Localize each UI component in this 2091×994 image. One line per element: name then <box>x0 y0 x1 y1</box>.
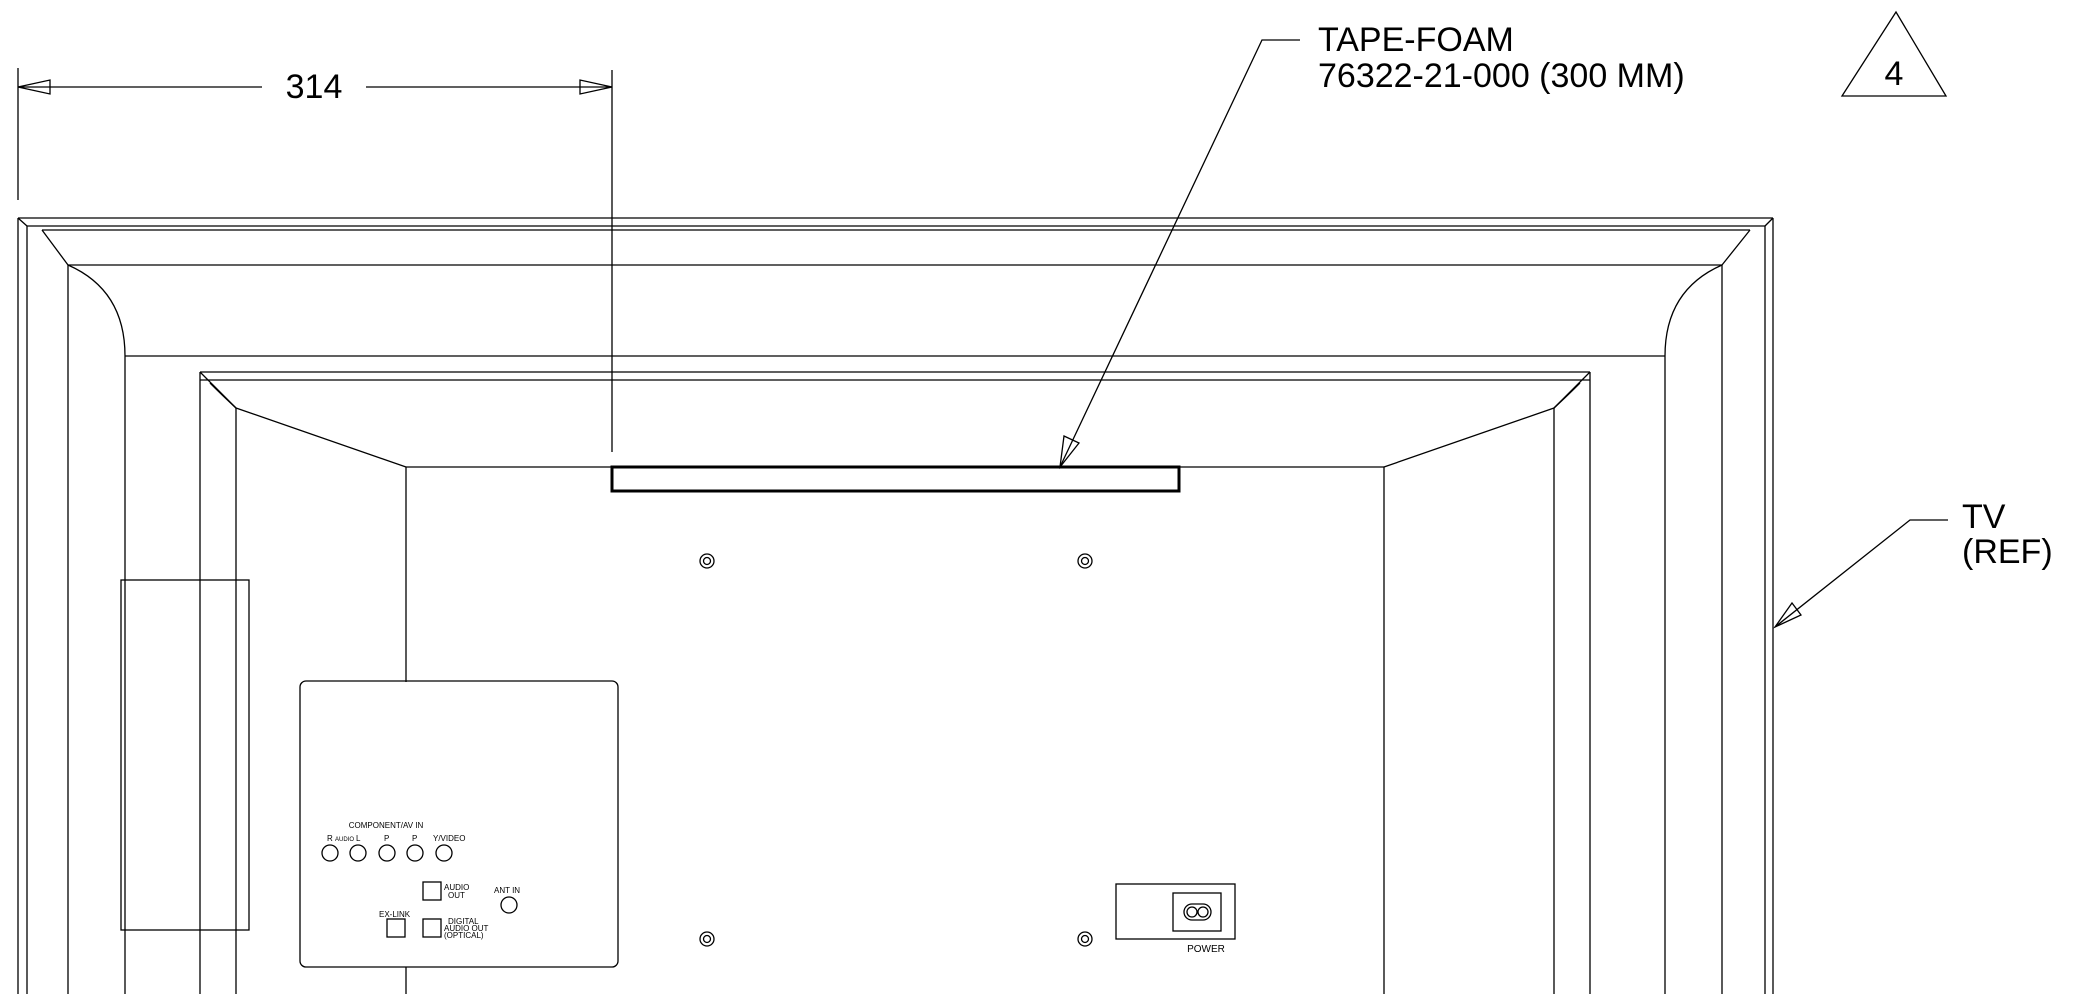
digital-label-3: (OPTICAL) <box>444 931 484 940</box>
tv-ref-line1: TV <box>1962 498 2006 536</box>
mount-screw-top-right <box>1077 553 1093 569</box>
input-panel-frame <box>299 680 619 968</box>
power-inlet: POWER <box>1115 883 1236 955</box>
jack-label-pr: P <box>384 834 389 843</box>
ant-in-jack <box>500 896 518 914</box>
leader-arrow-tv-icon <box>1773 601 1803 629</box>
power-housing <box>1115 883 1236 940</box>
jack-audio-l <box>349 844 367 862</box>
leader-line-tv <box>1774 519 1948 628</box>
jack-audio-r <box>321 844 339 862</box>
power-label: POWER <box>1187 944 1225 955</box>
digital-label-1: DIGITAL <box>448 917 479 926</box>
power-socket <box>1172 892 1222 932</box>
rear-cover <box>199 371 1591 994</box>
mount-screw-top-left <box>699 553 715 569</box>
jack-pb <box>406 844 424 862</box>
side-bracket <box>120 579 250 931</box>
audio-out-label-2: OUT <box>448 891 465 900</box>
jack-label-yvideo: Y/VIDEO <box>433 834 465 843</box>
audio-out-port <box>422 881 442 901</box>
digital-label-2: AUDIO OUT <box>444 924 489 933</box>
note-number: 4 <box>1885 55 1904 93</box>
arrowhead-right-icon <box>579 79 613 95</box>
digital-audio-out-port <box>422 918 442 938</box>
arrowhead-left-icon <box>17 79 51 95</box>
jack-label-r: R <box>327 834 333 843</box>
tv-ref-callout: TV (REF) <box>1773 498 2053 629</box>
jack-label-audio: AUDIO <box>335 837 354 843</box>
tape-foam-callout: TAPE-FOAM 76322-21-000 (300 MM) 4 <box>1059 10 1948 470</box>
ant-in-label: ANT IN <box>494 886 520 895</box>
ex-link-label: EX-LINK <box>379 910 411 919</box>
dimension-value: 314 <box>286 68 343 106</box>
ex-link-port <box>386 918 406 938</box>
leader-line-tape-foam <box>1059 39 1300 468</box>
jack-y-video <box>435 844 453 862</box>
mount-screw-bottom-right <box>1077 931 1093 947</box>
jack-label-l: L <box>356 834 361 843</box>
power-inlet-icon <box>1183 903 1212 921</box>
mount-screw-bottom-left <box>699 931 715 947</box>
component-av-in-label: COMPONENT/AV IN <box>349 821 424 830</box>
audio-out-label-1: AUDIO <box>444 883 469 892</box>
dimension-314: 314 <box>17 68 613 452</box>
note-triangle-icon <box>1840 10 1948 97</box>
tape-foam-title: TAPE-FOAM <box>1318 21 1514 59</box>
leader-arrow-icon <box>1059 435 1081 470</box>
tv-ref-line2: (REF) <box>1962 533 2053 571</box>
tape-foam-strip <box>610 465 1181 493</box>
input-panel: COMPONENT/AV IN R AUDIO L P P Y/VIDEO AU… <box>299 680 619 968</box>
tape-foam-part-number: 76322-21-000 (300 MM) <box>1318 57 1685 95</box>
jack-label-pb: P <box>412 834 417 843</box>
jack-pr <box>378 844 396 862</box>
tv-bezel <box>17 217 1774 994</box>
